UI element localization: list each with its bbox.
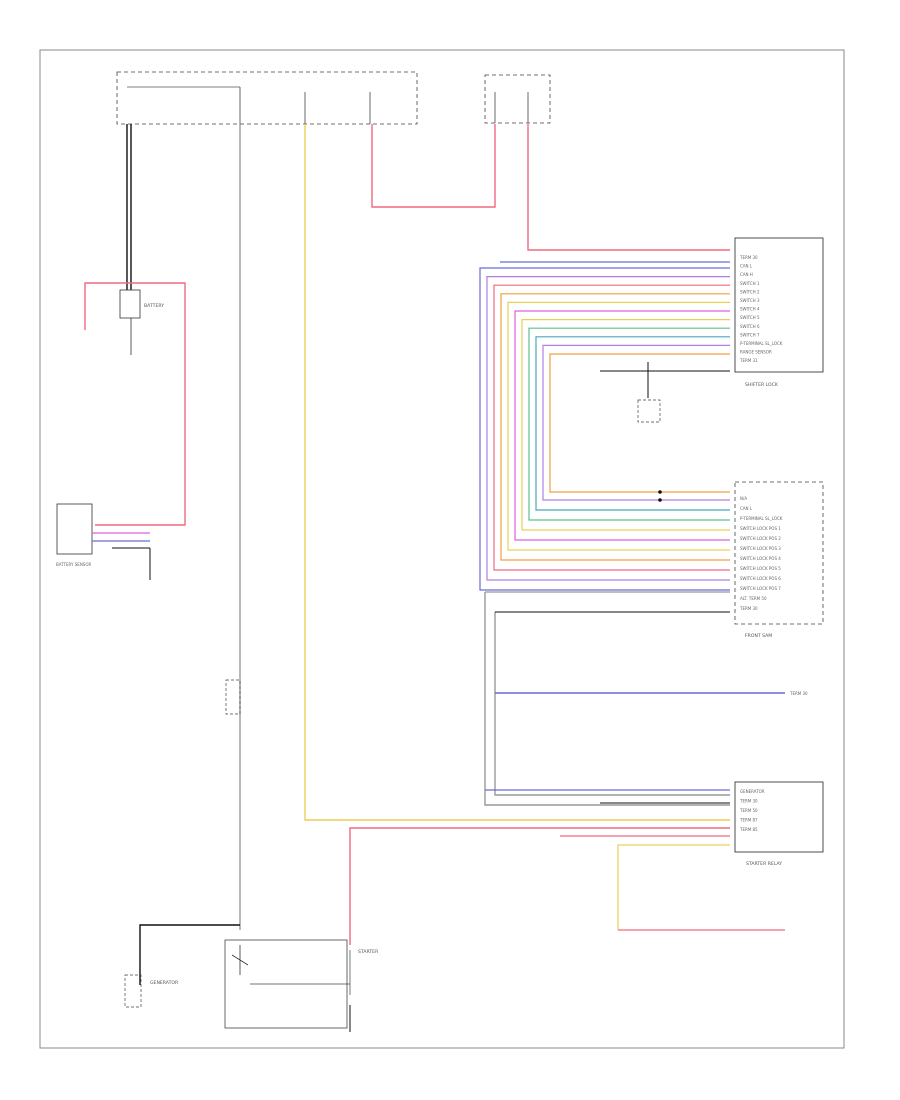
shifter-pin-label: SWITCH 4	[740, 307, 760, 312]
shifter-lock-label: SHIFTER LOCK	[745, 382, 779, 388]
shifter-pin-label: CAN L	[740, 264, 753, 269]
relay-pin-label: TERM 30	[739, 799, 758, 804]
shifter-pin-label: CAN H	[740, 272, 753, 277]
diagram-frame	[39, 49, 845, 1049]
sam-pin-label: ALT. TERM 50	[740, 596, 767, 601]
transfer-relay	[225, 679, 241, 715]
sam-pin-label: CAN L	[740, 506, 753, 511]
starter-relay-module: STARTER RELAY GENERATOR TERM 30 TERM 50 TER…	[485, 781, 824, 867]
harness-wire	[493, 284, 730, 571]
battery-sensor-label: BATTERY SENSOR	[56, 562, 91, 567]
harness-wire	[542, 344, 730, 501]
relay-pin-list: GENERATOR TERM 30 TERM 50 TERM 87 TERM 85	[739, 789, 765, 832]
shifter-pin-label: TERM 30	[739, 255, 758, 260]
wire-yellow	[304, 124, 730, 821]
wire-red-term30	[527, 124, 730, 251]
battery-label: BATTERY	[144, 303, 164, 309]
wire-battery-positive	[84, 282, 186, 526]
shifter-pin-label: SWITCH 2	[740, 289, 760, 294]
shifter-pin-label: RANGE SENSOR	[740, 350, 772, 355]
shifter-lock-module: SHIFTER LOCK TERM 30 CAN L CAN H SWITCH 1 SW…	[734, 237, 824, 388]
battery: BATTERY	[119, 124, 164, 355]
sam-pin-list: N/A CAN L P-TERMINAL SL_LOCK SWITCH LOCK PO…	[739, 496, 783, 611]
shifter-pin-label: SWITCH 5	[740, 315, 760, 320]
shifter-harness	[479, 261, 730, 591]
front-sam-label: FRONT SAM	[745, 633, 772, 639]
load-sensor-pin: TERM 30	[789, 691, 808, 696]
shifter-pin-label: SWITCH 6	[740, 324, 760, 329]
wire-red-starter	[349, 827, 730, 945]
sam-pin-label: TERM 30	[739, 606, 758, 611]
sam-pin-label: SWITCH LOCK POS 7	[740, 586, 781, 591]
power-distribution-box	[116, 71, 418, 125]
shifter-pin-label: SWITCH 3	[740, 298, 760, 303]
sam-pin-label: P-TERMINAL SL_LOCK	[740, 516, 783, 521]
sam-pin-label: SWITCH LOCK POS 5	[740, 566, 781, 571]
harness-wire	[535, 336, 730, 511]
wire-gray-return-2	[494, 612, 730, 796]
relay-pin-label: TERM 87	[739, 818, 758, 823]
wire-gray-return-1	[484, 592, 730, 806]
starter: STARTER	[224, 939, 379, 1032]
front-sam-module: FRONT SAM N/A CAN L P-TERMINAL SL_LOCK SWIT…	[658, 481, 824, 639]
sam-pin-label: SWITCH LOCK POS 4	[740, 556, 781, 561]
harness-wire	[486, 276, 730, 581]
battery-sensor: BATTERY SENSOR	[56, 503, 151, 580]
sam-pin-label: N/A	[740, 496, 747, 501]
shifter-pin-label: P-TERMINAL SL_LOCK	[740, 341, 783, 346]
harness-wire	[479, 267, 730, 591]
generator-label: GENERATOR	[150, 980, 179, 986]
shifter-pin-label: TERM 31	[739, 358, 758, 363]
shifter-pin-label: SWITCH 7	[740, 332, 760, 337]
starter-label: STARTER	[358, 949, 379, 955]
relay-pin-label: TERM 85	[739, 827, 758, 832]
range-sensor	[637, 362, 661, 423]
relay-pin-label: TERM 50	[739, 808, 758, 813]
load-sensor: TERM 30	[495, 691, 808, 696]
harness-wire	[507, 301, 730, 551]
harness-wire	[500, 293, 730, 561]
harness-wire	[521, 319, 730, 531]
fuse-box-right	[484, 74, 551, 124]
sam-pin-label: SWITCH LOCK POS 6	[740, 576, 781, 581]
wire-red-fuse-link	[371, 124, 496, 208]
sam-pin-label: SWITCH LOCK POS 2	[740, 536, 781, 541]
generator: GENERATOR	[124, 924, 240, 1008]
harness-wire	[549, 353, 730, 493]
shifter-pin-list: TERM 30 CAN L CAN H SWITCH 1 SWITCH 2 SWITCH …	[739, 255, 783, 363]
sam-pin-label: SWITCH LOCK POS 1	[740, 526, 781, 531]
relay-pin-label: GENERATOR	[740, 789, 765, 794]
sam-pin-label: SWITCH LOCK POS 3	[740, 546, 781, 551]
shifter-pin-label: SWITCH 1	[740, 281, 760, 286]
starter-relay-label: STARTER RELAY	[746, 861, 782, 867]
harness-wire	[528, 327, 730, 521]
harness-wire	[514, 310, 730, 541]
